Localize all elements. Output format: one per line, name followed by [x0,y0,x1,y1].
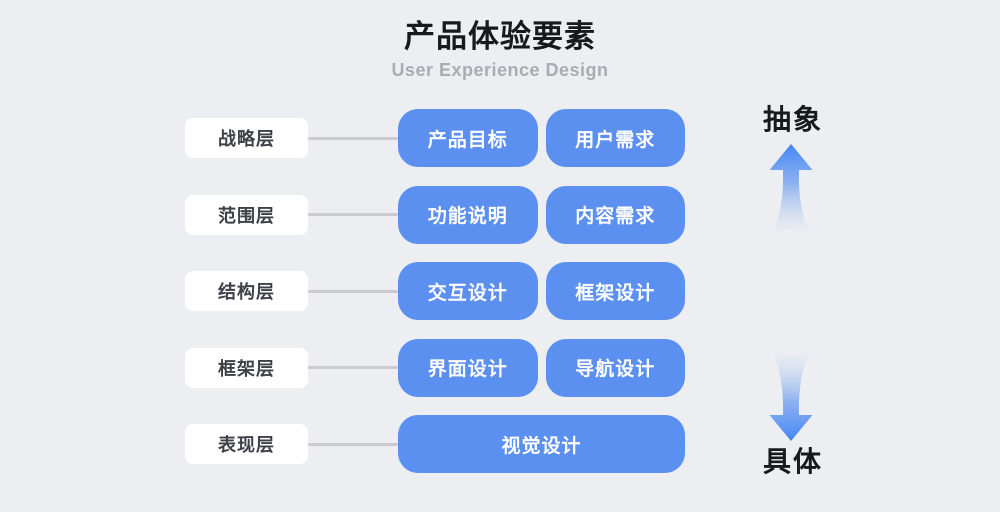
connector-line [308,213,398,216]
layer-row-strategy: 战略层 产品目标 用户需求 [185,109,685,167]
layer-label: 战略层 [185,118,308,158]
abstract-label: 抽象 [762,104,823,135]
down-arrow-icon [769,349,813,441]
connector-line [308,136,398,140]
card-group: 功能说明 内容需求 [398,185,685,244]
element-card: 交互设计 [398,262,538,320]
element-card: 视觉设计 [398,415,685,473]
page-title: 产品体验要素 [404,19,596,54]
connector-line [308,289,398,293]
connector-line [308,366,398,369]
connector-line [308,442,398,446]
layer-label: 表现层 [185,424,308,464]
layer-row-surface: 表现层 视觉设计 [185,415,685,473]
card-group: 视觉设计 [398,415,685,473]
card-group: 产品目标 用户需求 [398,109,685,167]
layer-label: 范围层 [185,194,308,235]
page-subtitle: User Experience Design [391,60,609,81]
element-card: 导航设计 [545,338,685,397]
up-arrow-icon [769,144,813,236]
element-card: 用户需求 [545,109,685,167]
card-group: 交互设计 框架设计 [398,262,685,320]
layers-diagram: 战略层 产品目标 用户需求 范围层 功能说明 内容需求 结构层 交互设计 框架设… [185,109,685,473]
layer-row-scope: 范围层 功能说明 内容需求 [185,185,685,244]
layer-row-structure: 结构层 交互设计 框架设计 [185,262,685,320]
layer-label: 框架层 [185,347,308,388]
element-card: 内容需求 [545,185,685,244]
layer-row-skeleton: 框架层 界面设计 导航设计 [185,338,685,397]
element-card: 框架设计 [545,262,685,320]
element-card: 界面设计 [398,338,538,397]
header: 产品体验要素 User Experience Design [0,19,1000,81]
card-group: 界面设计 导航设计 [398,338,685,397]
concrete-label: 具体 [762,446,823,477]
element-card: 产品目标 [398,109,538,167]
layer-label: 结构层 [185,271,308,311]
element-card: 功能说明 [398,185,538,244]
